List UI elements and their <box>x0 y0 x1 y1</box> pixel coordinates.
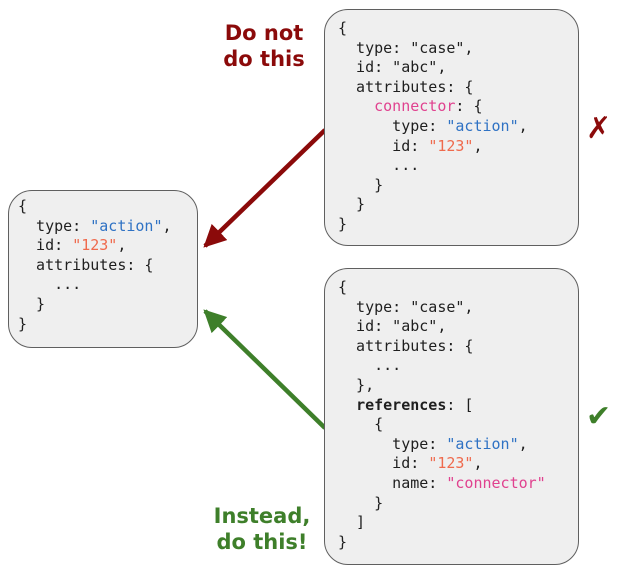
code-line: } <box>338 175 384 194</box>
code-line: references: [ <box>356 395 474 414</box>
good-caption-line1: Instead, <box>213 504 311 528</box>
code-line: ... <box>338 156 420 175</box>
code-line: { <box>338 278 348 296</box>
code-line: { <box>338 415 384 434</box>
good-arrow <box>203 309 327 430</box>
code-line: ... <box>18 275 82 294</box>
code-line: { <box>18 197 28 215</box>
good-caption: Instead, do this! <box>206 503 318 555</box>
left-json-code: { type: "action", id: "123", attributes:… <box>18 197 172 334</box>
good-caption-line2: do this! <box>216 530 308 554</box>
bad-json-code: { type: "case", id: "abc", attributes: {… <box>338 19 528 235</box>
code-line: connector: { <box>374 97 483 116</box>
good-json-box <box>324 268 579 565</box>
good-json-code: { type: "case", id: "abc", attributes: {… <box>338 278 546 552</box>
code-line: id: "abc", <box>338 58 447 77</box>
code-line: attributes: { <box>338 336 474 355</box>
code-line: } <box>18 294 46 313</box>
code-line: type: "action", <box>338 116 528 135</box>
bad-caption-line2: do this <box>223 47 305 71</box>
code-line: } <box>18 314 28 333</box>
bad-arrow <box>203 128 327 248</box>
code-line: ... <box>338 356 402 375</box>
bad-caption: Do not do this <box>212 20 316 72</box>
code-line: type: "case", <box>338 38 474 57</box>
code-line: id: "123", <box>338 136 483 155</box>
code-line: } <box>338 195 366 214</box>
code-line: type: "action", <box>18 216 172 235</box>
code-line: id: "abc", <box>338 317 447 336</box>
code-line: } <box>338 493 384 512</box>
cross-icon: ✗ <box>586 111 612 146</box>
code-line: attributes: { <box>338 77 474 96</box>
check-icon: ✔ <box>586 399 612 434</box>
code-line: name: "connector" <box>338 473 546 492</box>
code-line: ] <box>338 513 366 532</box>
code-line: }, <box>338 375 375 394</box>
code-line: type: "action", <box>338 434 528 453</box>
bad-caption-line1: Do not <box>224 21 304 45</box>
code-line: attributes: { <box>18 255 154 274</box>
bad-json-box <box>324 9 579 246</box>
left-json-box <box>8 190 198 348</box>
code-line: id: "123", <box>338 454 483 473</box>
code-line: type: "case", <box>338 297 474 316</box>
code-line: } <box>338 532 348 551</box>
code-line: } <box>338 214 348 233</box>
code-line: id: "123", <box>18 236 127 255</box>
code-line: { <box>338 19 348 37</box>
